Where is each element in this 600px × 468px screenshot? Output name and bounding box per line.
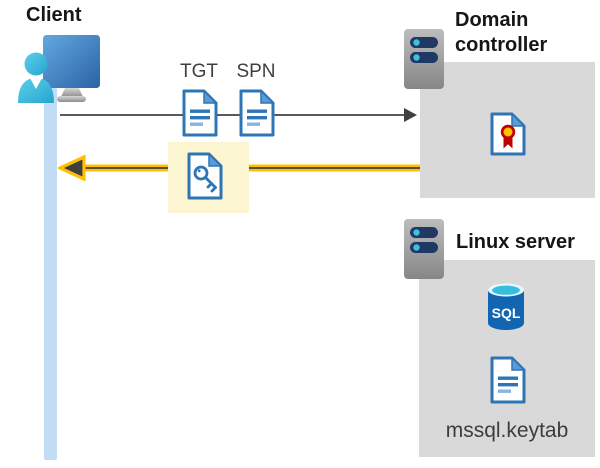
response-arrow-icon <box>58 154 420 182</box>
client-title: Client <box>26 4 82 26</box>
keytab-label: mssql.keytab <box>445 419 569 442</box>
domain-controller-server-icon <box>404 29 444 89</box>
spn-label: SPN <box>236 61 276 82</box>
tgt-label: TGT <box>180 61 218 82</box>
linux-server-title: Linux server <box>456 231 575 253</box>
domain-controller-title: Domain controller <box>455 9 548 56</box>
keytab-document-icon <box>490 356 526 404</box>
request-arrow-head-icon <box>404 108 417 122</box>
client-timeline-bar <box>44 88 57 460</box>
person-at-monitor-icon <box>18 35 100 103</box>
request-arrow-line <box>60 114 407 116</box>
certificate-icon <box>490 112 526 156</box>
sql-database-icon: SQL <box>488 283 524 330</box>
spn-document-icon <box>239 89 275 137</box>
sql-badge-text: SQL <box>492 305 521 321</box>
key-document-icon <box>187 152 223 200</box>
linux-server-icon <box>404 219 444 279</box>
tgt-document-icon <box>182 89 218 137</box>
